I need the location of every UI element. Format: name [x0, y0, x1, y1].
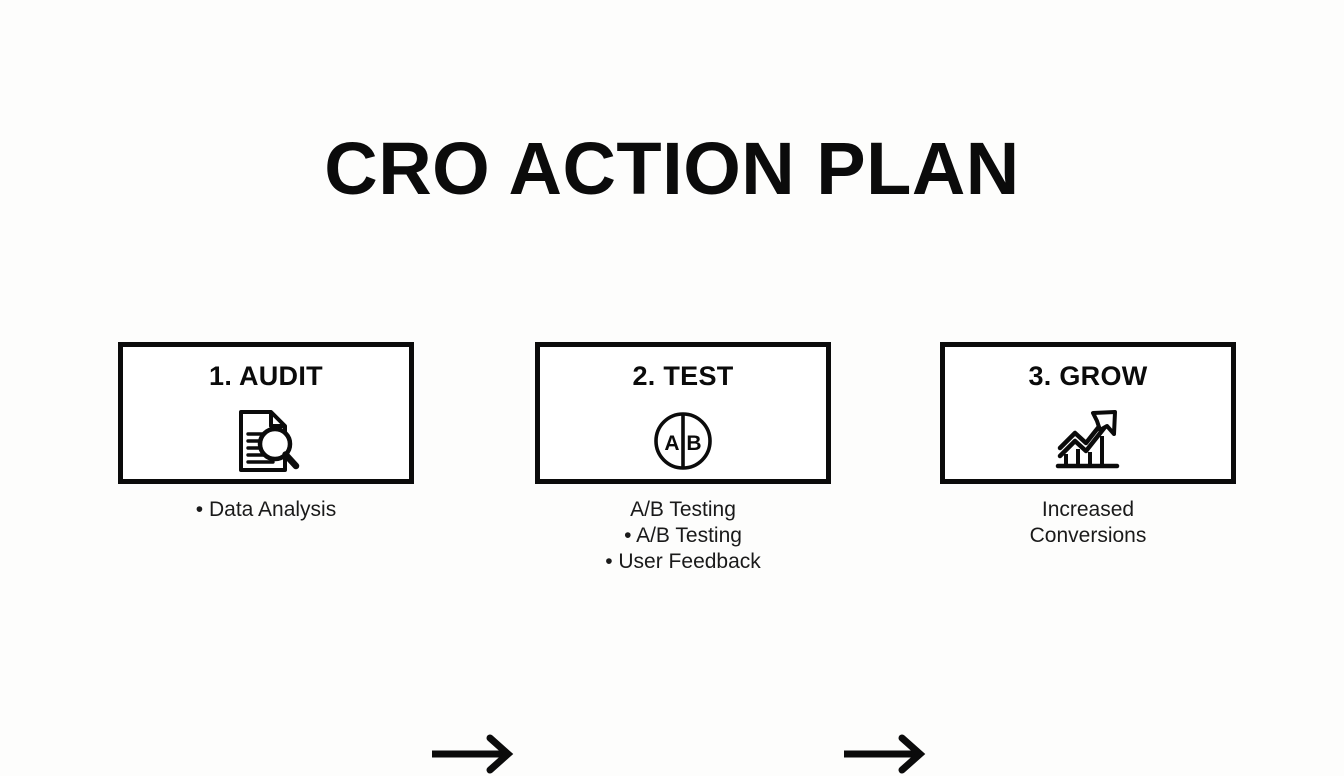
ab-icon-label-b: B — [686, 432, 701, 455]
caption-line: • Data Analysis — [195, 498, 337, 521]
caption-line: A/B Testing — [630, 498, 736, 521]
caption-line: • User Feedback — [605, 550, 761, 573]
step-heading-grow: 3. GROW — [1028, 361, 1148, 391]
document-magnifier-icon — [239, 410, 300, 472]
step-icon-wrap-audit — [123, 405, 409, 477]
step-heading-audit: 1. AUDIT — [209, 361, 323, 391]
arrow-audit-to-test — [432, 734, 514, 774]
caption-line: Conversions — [1029, 524, 1147, 547]
step-card-audit[interactable]: 1. AUDIT — [118, 342, 414, 484]
step-caption-audit: • Data Analysis — [118, 497, 414, 523]
step-card-grow[interactable]: 3. GROW — [940, 342, 1236, 484]
step-caption-test: A/B Testing • A/B Testing • User Feedbac… — [535, 497, 831, 575]
step-icon-wrap-grow — [945, 405, 1231, 477]
step-caption-grow: Increased Conversions — [940, 497, 1236, 549]
step-card-test[interactable]: 2. TEST A B — [535, 342, 831, 484]
caption-line: Increased — [1041, 498, 1135, 521]
growth-chart-arrow-icon — [1055, 410, 1120, 469]
step-heading-test: 2. TEST — [632, 361, 734, 391]
page-title: CRO ACTION PLAN — [324, 127, 1020, 210]
step-icon-wrap-test: A B — [540, 405, 826, 477]
process-flow: 1. AUDIT — [0, 342, 1344, 774]
ab-icon-label-a: A — [664, 432, 679, 455]
caption-line: • A/B Testing — [624, 524, 742, 547]
ab-test-circle-icon: A B — [654, 412, 712, 470]
arrow-test-to-grow — [844, 734, 926, 774]
